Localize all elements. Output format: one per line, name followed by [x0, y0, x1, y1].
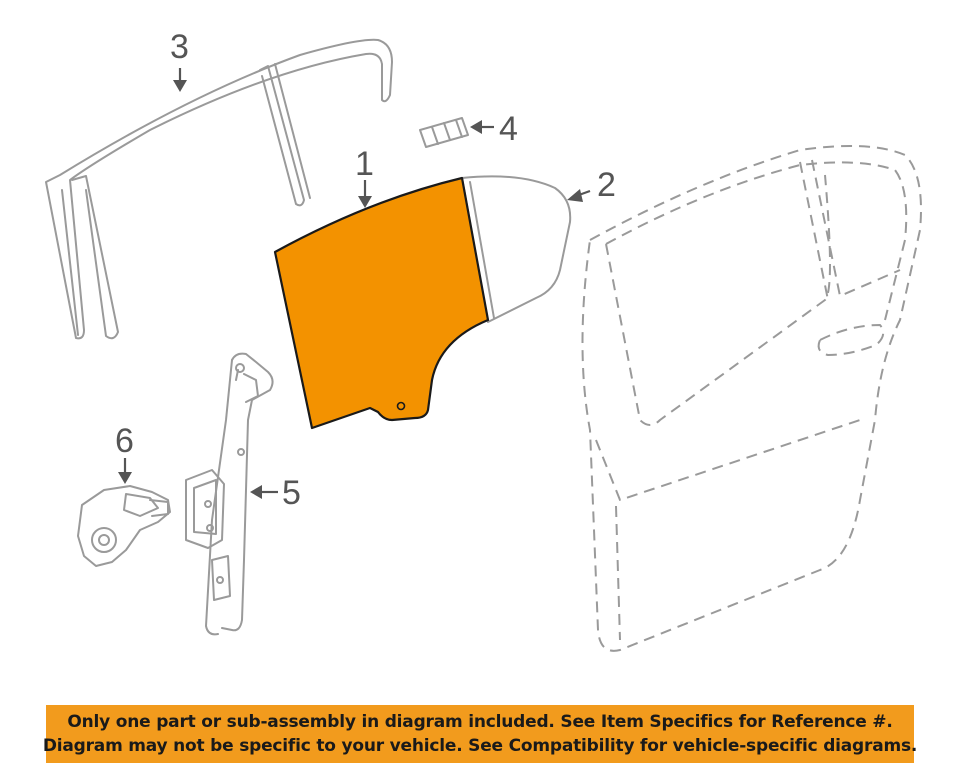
disclaimer-banner: Only one part or sub-assembly in diagram… — [42, 705, 918, 763]
window-regulator — [185, 352, 274, 636]
disclaimer-line-1: Only one part or sub-assembly in diagram… — [67, 712, 893, 732]
parts-diagram: 1 2 3 4 5 6 — [45, 28, 922, 652]
callout-2: 2 — [597, 166, 616, 204]
door-outline-dashed — [581, 145, 922, 652]
disclaimer-line-2: Diagram may not be specific to your vehi… — [42, 736, 918, 756]
glass-bracket — [419, 117, 469, 148]
window-channel-frame — [45, 38, 393, 340]
callout-5: 5 — [282, 474, 301, 512]
callout-6: 6 — [115, 422, 134, 460]
callout-arrows — [118, 68, 591, 499]
callout-1: 1 — [355, 145, 374, 183]
door-glass-shape — [273, 176, 490, 430]
window-motor — [77, 485, 171, 567]
quarter-glass — [461, 175, 572, 323]
callout-3: 3 — [170, 28, 189, 66]
callout-4: 4 — [499, 110, 518, 148]
door-glass-highlighted — [273, 176, 490, 430]
